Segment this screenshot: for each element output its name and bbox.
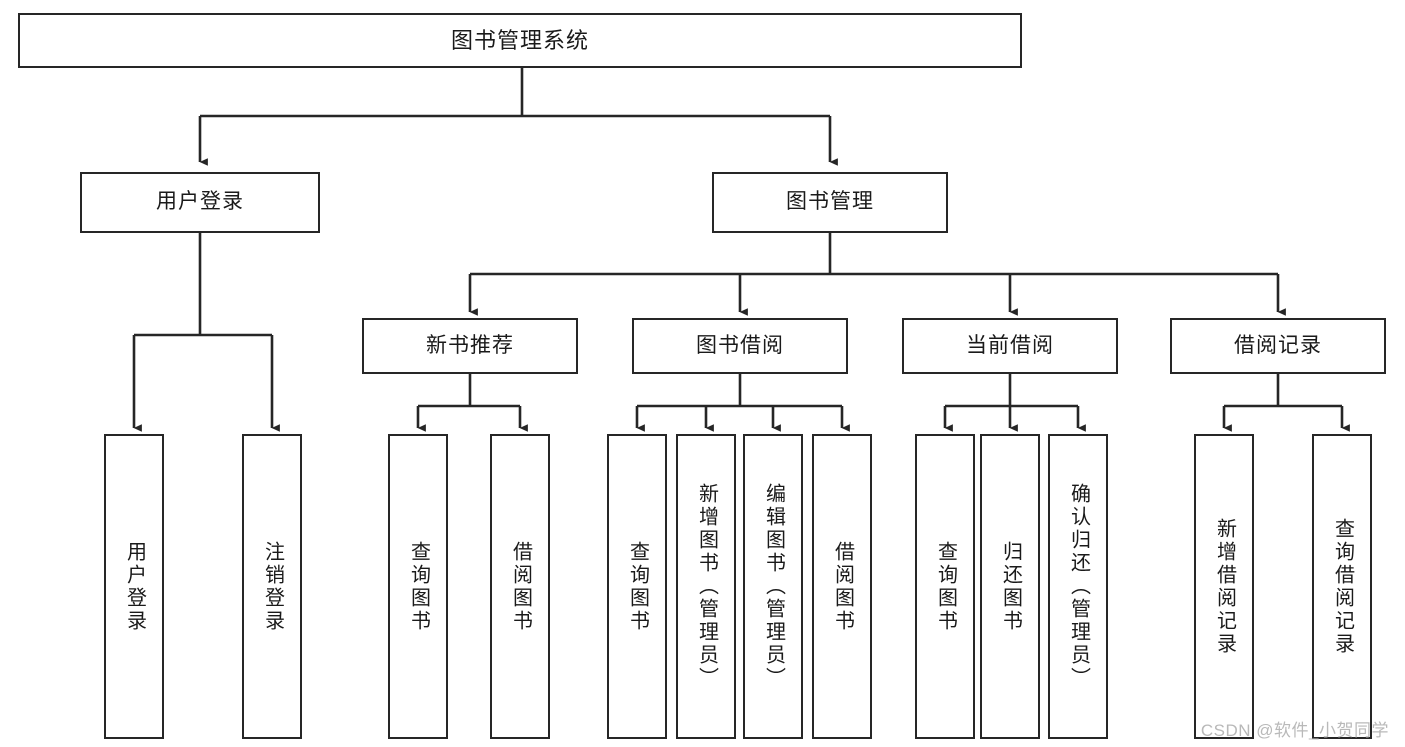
node-root[interactable]: 图书管理系统 [18,13,1022,68]
node-leaf-book-borrow-3[interactable]: 编辑图书（管理员） [743,434,803,739]
node-leaf-current-borrow-1[interactable]: 查询图书 [915,434,975,739]
node-leaf-current-borrow-1-label: 查询图书 [934,540,957,633]
node-current-borrow[interactable]: 当前借阅 [902,318,1118,374]
node-leaf-current-borrow-2-label: 归还图书 [999,540,1022,633]
node-book-manage[interactable]: 图书管理 [712,172,948,233]
node-user-login-label: 用户登录 [156,190,244,214]
node-leaf-current-borrow-3[interactable]: 确认归还（管理员） [1048,434,1108,739]
node-leaf-borrow-record-2-label: 查询借阅记录 [1331,517,1354,656]
node-leaf-user-login-2-label: 注销登录 [261,540,284,633]
node-leaf-user-login-1[interactable]: 用户登录 [104,434,164,739]
node-leaf-book-borrow-4-label: 借阅图书 [831,540,854,633]
node-leaf-book-borrow-3-label: 编辑图书（管理员） [762,483,785,690]
node-leaf-new-book-rec-2[interactable]: 借阅图书 [490,434,550,739]
node-book-borrow[interactable]: 图书借阅 [632,318,848,374]
node-leaf-book-borrow-1[interactable]: 查询图书 [607,434,667,739]
node-borrow-record[interactable]: 借阅记录 [1170,318,1386,374]
node-root-label: 图书管理系统 [450,27,589,53]
node-new-book-rec-label: 新书推荐 [426,333,514,357]
node-leaf-current-borrow-2[interactable]: 归还图书 [980,434,1040,739]
node-leaf-borrow-record-2[interactable]: 查询借阅记录 [1312,434,1372,739]
node-leaf-borrow-record-1-label: 新增借阅记录 [1213,517,1236,656]
node-book-borrow-label: 图书借阅 [696,333,784,357]
node-leaf-book-borrow-1-label: 查询图书 [626,540,649,633]
node-leaf-new-book-rec-2-label: 借阅图书 [509,540,532,633]
node-leaf-current-borrow-3-label: 确认归还（管理员） [1067,483,1090,690]
node-leaf-borrow-record-1[interactable]: 新增借阅记录 [1194,434,1254,739]
node-user-login[interactable]: 用户登录 [80,172,320,233]
node-leaf-new-book-rec-1-label: 查询图书 [407,540,430,633]
node-current-borrow-label: 当前借阅 [966,333,1054,357]
node-new-book-rec[interactable]: 新书推荐 [362,318,578,374]
node-leaf-user-login-1-label: 用户登录 [123,540,146,633]
watermark: CSDN @软件_小贺同学 [1200,721,1389,740]
node-leaf-book-borrow-2-label: 新增图书（管理员） [695,483,718,690]
node-leaf-book-borrow-4[interactable]: 借阅图书 [812,434,872,739]
node-book-manage-label: 图书管理 [786,190,874,214]
node-borrow-record-label: 借阅记录 [1234,333,1322,357]
node-leaf-user-login-2[interactable]: 注销登录 [242,434,302,739]
node-leaf-new-book-rec-1[interactable]: 查询图书 [388,434,448,739]
node-leaf-book-borrow-2[interactable]: 新增图书（管理员） [676,434,736,739]
